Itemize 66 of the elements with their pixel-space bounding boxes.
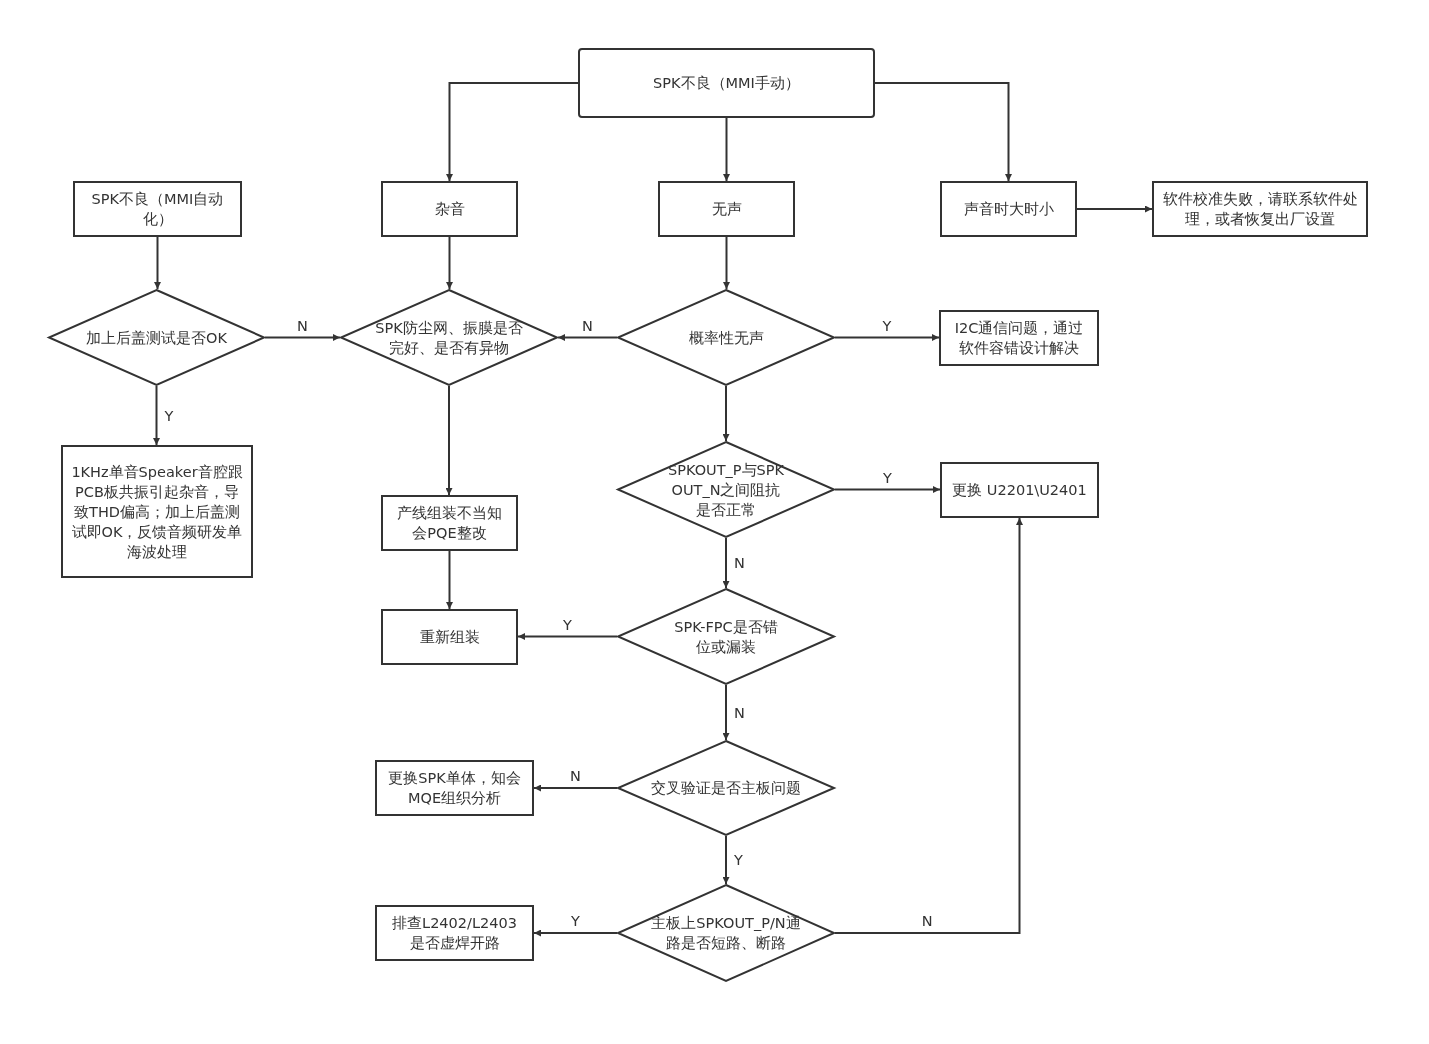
step-text: 排查L2402/L2403是否虚焊开路	[391, 914, 518, 953]
edge-label: N	[732, 555, 747, 571]
edge-label: Y	[732, 852, 745, 868]
arrow	[533, 784, 618, 792]
arrow	[264, 334, 341, 341]
decision-text: SPKOUT_P与SPKOUT_N之间阻抗是否正常	[667, 460, 785, 520]
process-box	[940, 462, 1099, 518]
process-box	[1152, 181, 1368, 237]
decision-diamond	[340, 289, 558, 386]
decision-diamond	[617, 740, 835, 836]
process-box	[940, 181, 1077, 237]
decision-diamond	[617, 588, 835, 685]
process-box	[939, 310, 1099, 366]
step-text: 1KHz单音Speaker音腔跟PCB板共振引起杂音，导致THD偏高；加上后盖测试即OK，反馈音频研发单海波处理	[71, 462, 243, 562]
arrow	[723, 117, 730, 182]
decision-text: 交叉验证是否主板问题	[651, 779, 801, 798]
process-box	[381, 495, 518, 551]
process-box	[61, 445, 253, 578]
arrow	[834, 517, 1023, 934]
step-text: 声音时大时小	[963, 200, 1054, 219]
step-text: I2C通信问题，通过软件容错设计解决	[953, 319, 1085, 358]
arrow	[874, 82, 1012, 182]
decision-text: SPK防尘网、振膜是否完好、是否有异物	[374, 318, 524, 358]
step-text: SPK不良（MMI手动）	[653, 74, 800, 93]
decision-text: SPK-FPC是否错位或漏装	[673, 617, 779, 657]
decision-diamond	[48, 289, 265, 386]
arrow	[517, 633, 618, 640]
step-text: 更换 U2201\U2401	[952, 481, 1087, 500]
arrow	[834, 486, 941, 493]
arrow	[445, 385, 453, 496]
decision-diamond	[617, 441, 835, 538]
step-text: 更换SPK单体，知会MQE组织分析	[387, 769, 522, 808]
arrow	[154, 236, 161, 290]
decision-text: 概率性无声	[688, 328, 764, 348]
process-box	[658, 181, 795, 237]
step-text: SPK不良（MMI自动化）	[90, 190, 225, 229]
step-text: 无声	[711, 200, 742, 219]
process-box	[578, 48, 875, 118]
arrow	[533, 929, 618, 937]
arrow	[722, 835, 730, 885]
step-text: 产线组装不当知会PQE整改	[396, 504, 503, 543]
step-text: 软件校准失败，请联系软件处理，或者恢复出厂设置	[1162, 190, 1358, 229]
decision-diamond	[617, 884, 835, 982]
arrow	[557, 334, 618, 341]
arrow	[723, 236, 730, 290]
decision-text: 主板上SPKOUT_P/N通路是否短路、断路	[651, 914, 801, 953]
process-box	[381, 181, 518, 237]
arrow	[722, 385, 730, 442]
process-box	[375, 760, 534, 816]
arrow	[446, 236, 453, 290]
decision-diamond	[617, 289, 835, 386]
arrow	[722, 684, 730, 741]
arrow	[446, 82, 579, 182]
edge-label: Y	[569, 913, 582, 929]
step-text: 杂音	[434, 200, 465, 219]
process-box	[73, 181, 242, 237]
decision-text: 加上后盖测试是否OK	[86, 328, 227, 348]
arrow	[834, 334, 940, 341]
step-text: 重新组装	[419, 628, 480, 647]
arrow	[446, 550, 453, 610]
arrow	[1076, 205, 1153, 213]
arrow	[722, 537, 730, 589]
process-box	[375, 905, 534, 961]
process-box	[381, 609, 518, 665]
edge-label: N	[568, 768, 583, 784]
arrow	[153, 385, 160, 446]
